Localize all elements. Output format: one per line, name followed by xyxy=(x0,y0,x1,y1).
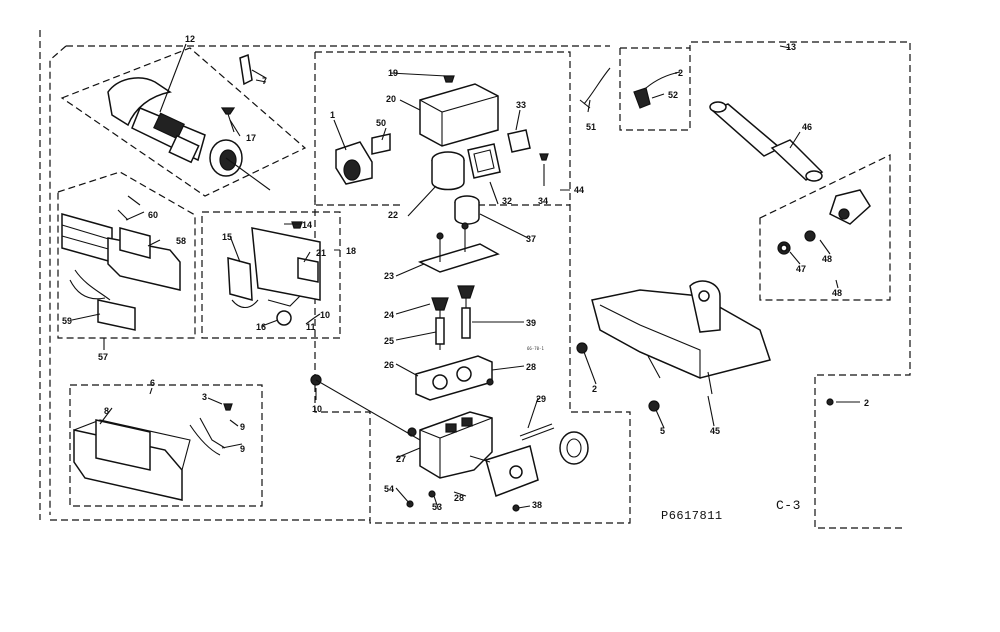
solenoid-37 xyxy=(454,195,480,225)
label-57: 57 xyxy=(98,352,108,362)
pilot-valve-assembly xyxy=(61,195,181,331)
label-20: 20 xyxy=(386,94,396,104)
coil-1 xyxy=(335,141,373,185)
label-28-upper: 28 xyxy=(526,362,536,372)
label-38: 38 xyxy=(532,500,542,510)
gasket-32 xyxy=(467,143,501,179)
group-12-box xyxy=(60,47,307,197)
label-37: 37 xyxy=(526,234,536,244)
label-4: 9 xyxy=(240,422,245,432)
outlet-flange-36 xyxy=(469,445,539,497)
solenoid-22 xyxy=(431,151,465,191)
label-50: 50 xyxy=(376,118,386,128)
label-2-mid: 2 xyxy=(592,384,597,394)
screw-2-52 xyxy=(633,71,681,109)
label-23: 23 xyxy=(384,271,394,281)
cover-33 xyxy=(507,129,549,161)
label-53: 53 xyxy=(432,502,442,512)
label-2-top: 2 xyxy=(678,68,683,78)
group-6-box xyxy=(69,384,263,507)
label-29: 29 xyxy=(536,394,546,404)
label-60: 60 xyxy=(148,210,158,220)
label-27: 27 xyxy=(396,454,406,464)
top-bracket-20 xyxy=(419,75,499,147)
label-15: 15 xyxy=(222,232,232,242)
label-54: 54 xyxy=(384,484,394,494)
label-10-center: 10 xyxy=(312,404,322,414)
label-17: 17 xyxy=(246,133,256,143)
label-48-upper: 48 xyxy=(822,254,832,264)
label-22: 22 xyxy=(388,210,398,220)
label-9: 9 xyxy=(240,444,245,454)
main-bracket-45 xyxy=(576,280,771,412)
label-14: 14 xyxy=(302,220,312,230)
thermocouple-bracket-assembly xyxy=(73,403,233,501)
label-1: 1 xyxy=(330,110,335,120)
label-6: 6 xyxy=(150,378,155,388)
base-plate-26 xyxy=(415,355,493,401)
valve-body xyxy=(407,411,493,479)
label-39: 39 xyxy=(526,318,536,328)
label-58: 58 xyxy=(176,236,186,246)
label-18: 18 xyxy=(346,246,356,256)
label-51: 51 xyxy=(586,122,596,132)
leader-lines xyxy=(71,43,860,509)
sheet-code: C-3 xyxy=(776,498,801,513)
label-3: 3 xyxy=(202,392,207,402)
label-48-lower: 48 xyxy=(832,288,842,298)
label-25: 25 xyxy=(384,336,394,346)
screw-17 xyxy=(220,107,236,133)
center-group-boundary xyxy=(314,51,631,524)
right-group-boundary xyxy=(620,41,911,529)
label-5: 5 xyxy=(660,426,665,436)
label-16: 16 xyxy=(256,322,266,332)
label-8: 8 xyxy=(104,406,109,416)
label-46: 46 xyxy=(802,122,812,132)
label-19: 19 xyxy=(388,68,398,78)
label-52: 52 xyxy=(668,90,678,100)
label-2-right: 2 xyxy=(864,398,869,408)
outer-boundary-left xyxy=(39,30,610,521)
label-7: 7 xyxy=(262,76,267,86)
burner-tube-assembly xyxy=(107,77,271,191)
label-13: 13 xyxy=(786,42,796,52)
label-32: 32 xyxy=(502,196,512,206)
pipe-46 xyxy=(709,101,824,182)
label-33: 33 xyxy=(516,100,526,110)
label-59: 59 xyxy=(62,316,72,326)
drawing-number: P6617811 xyxy=(661,509,723,523)
plate-50 xyxy=(371,133,391,155)
label-24: 24 xyxy=(384,310,394,320)
label-45: 45 xyxy=(710,426,720,436)
screw-2-right xyxy=(826,398,834,406)
label-28-lower: 28 xyxy=(454,493,464,503)
label-10: 10 xyxy=(320,310,330,320)
label-47: 47 xyxy=(796,264,806,274)
plunger-plate-23 xyxy=(417,222,500,273)
label-11: 11 xyxy=(306,322,316,332)
tiny-note: 66-70-1 xyxy=(527,346,544,351)
group-57-box xyxy=(57,171,196,339)
label-44: 44 xyxy=(574,185,584,195)
pins-25-39 xyxy=(435,307,471,345)
wire-51 xyxy=(579,67,611,109)
group-49-box xyxy=(759,154,891,301)
center-subgroup-box xyxy=(314,52,570,206)
label-21: 21 xyxy=(316,248,326,258)
orifice-fittings-47-48 xyxy=(777,189,871,255)
label-12: 12 xyxy=(185,34,195,44)
group-18-box xyxy=(201,211,341,339)
electrode-bracket-assembly xyxy=(227,221,321,326)
clip-7 xyxy=(239,53,267,86)
label-34: 34 xyxy=(538,196,548,206)
gasket-29 xyxy=(519,423,589,465)
part-2-box xyxy=(619,48,691,131)
label-26: 26 xyxy=(384,360,394,370)
